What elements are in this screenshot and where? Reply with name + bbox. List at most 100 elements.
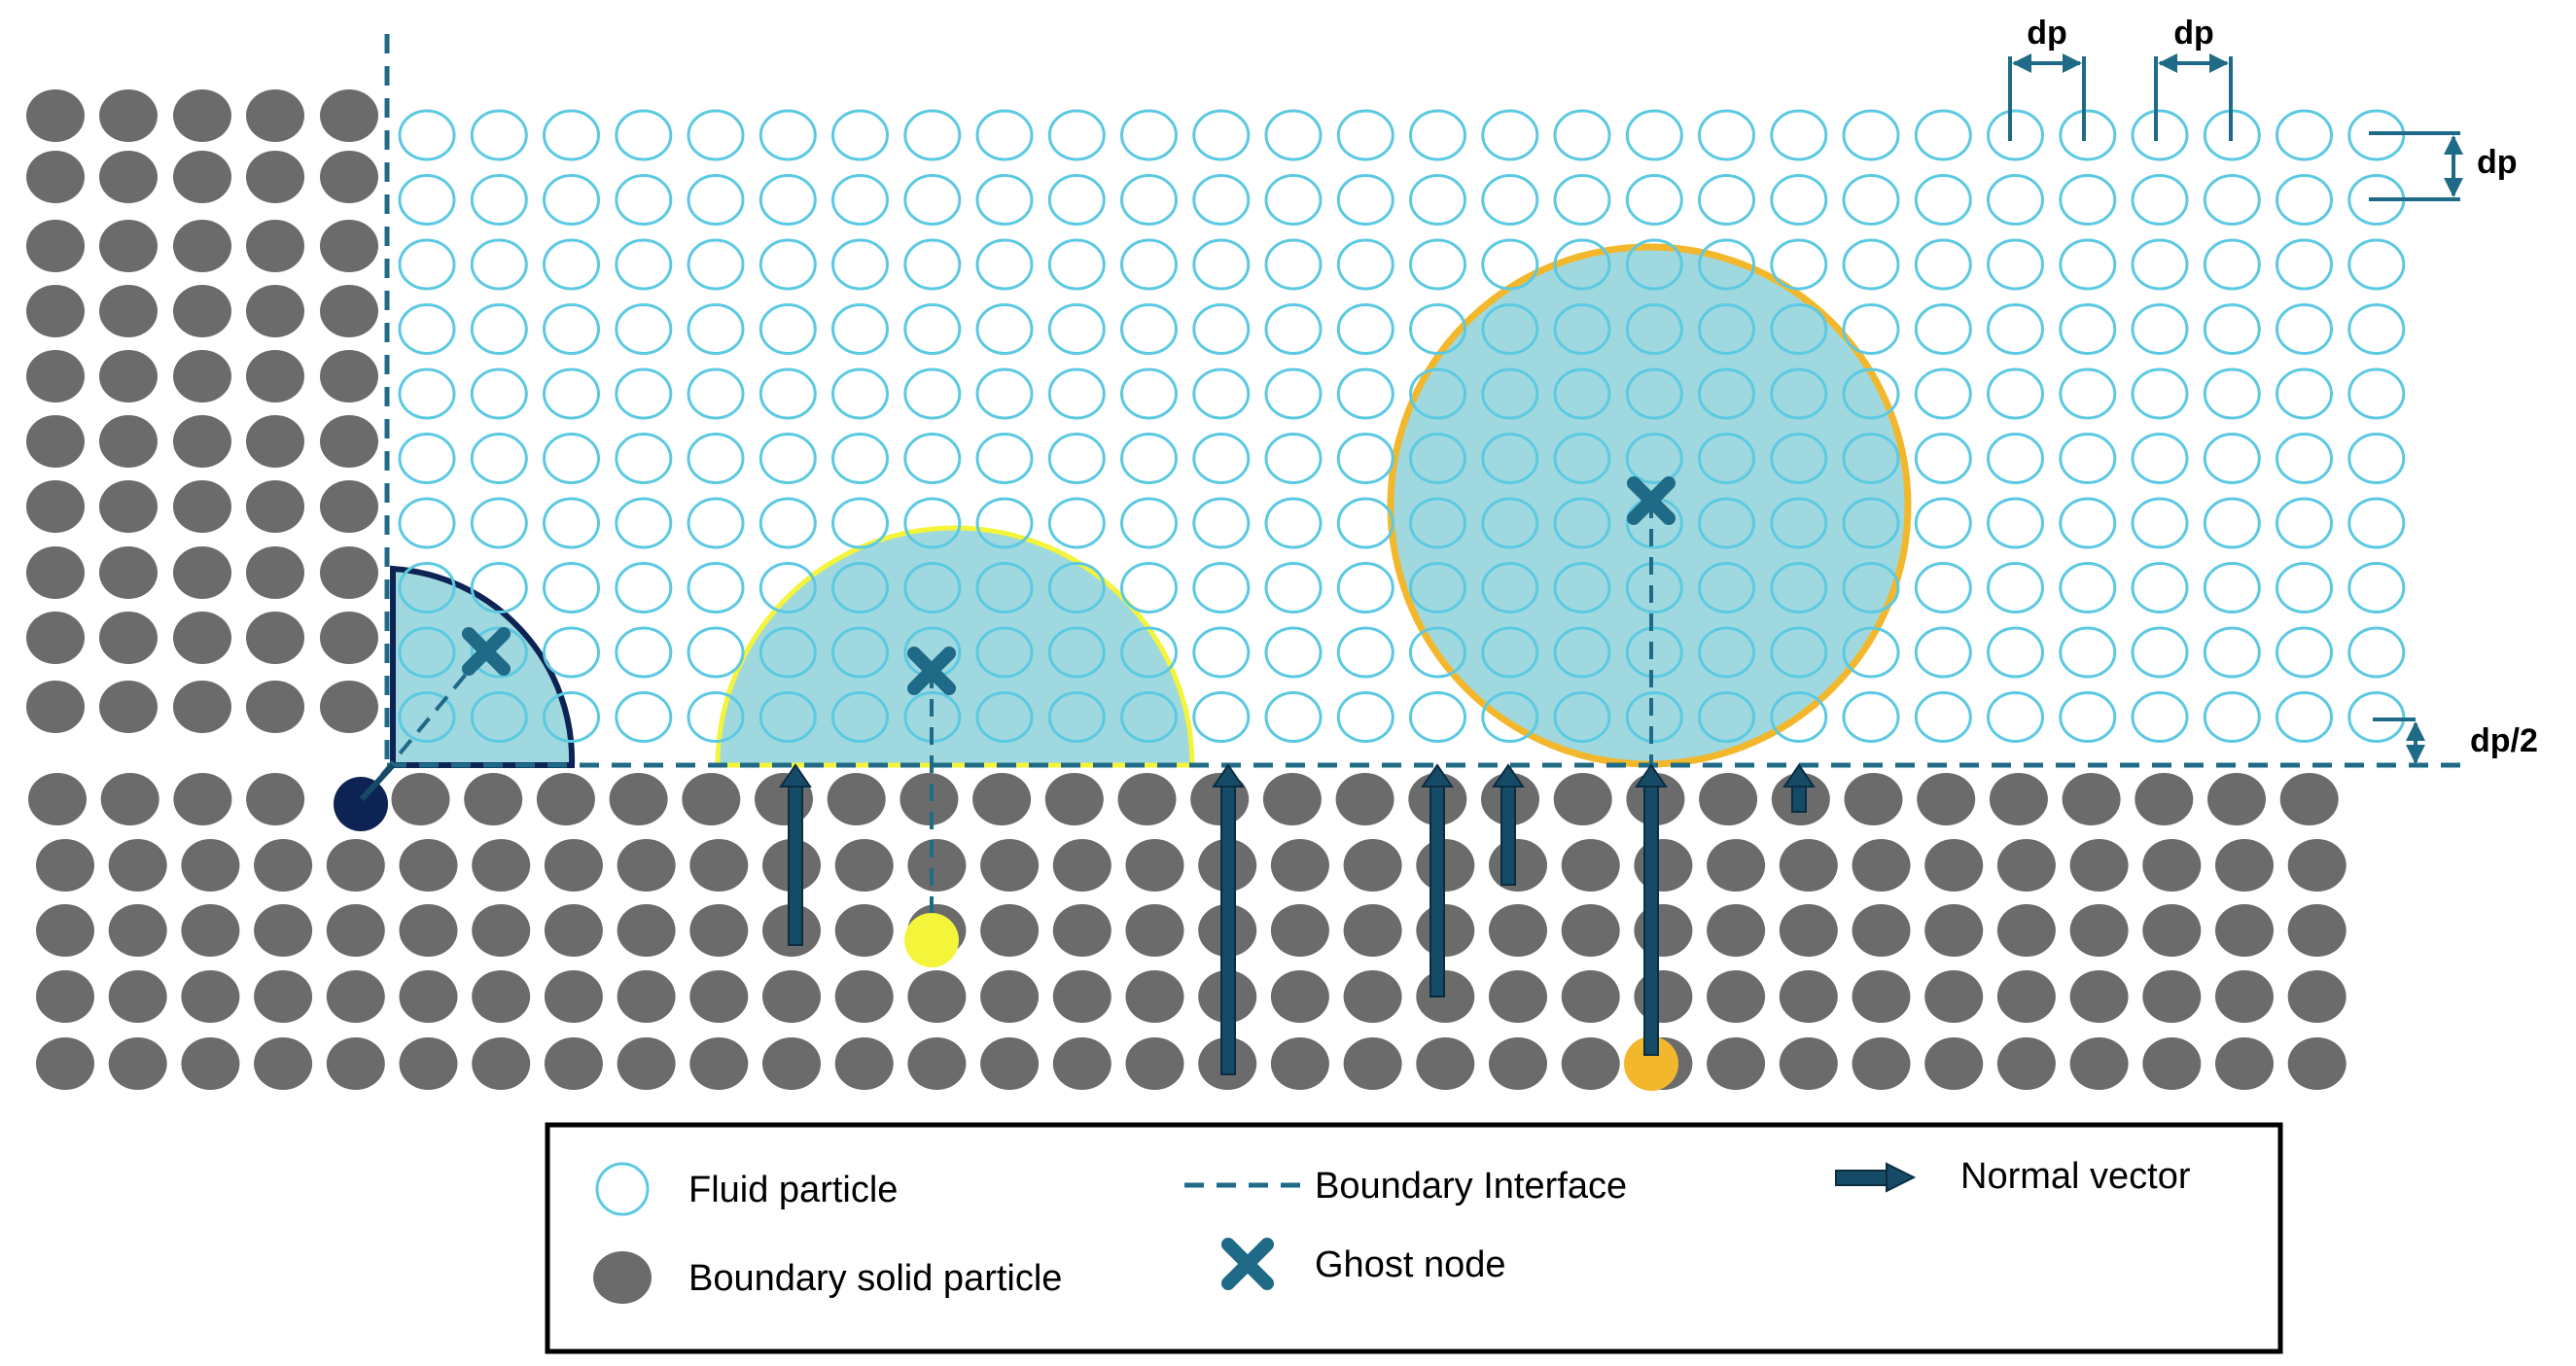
fluid-particle [1409, 626, 1466, 679]
fluid-particle [903, 368, 962, 420]
solid-particle [399, 839, 458, 892]
fluid-particle [2276, 368, 2333, 420]
legend-ghost-symbol [1221, 1238, 1274, 1290]
solid-particle [254, 839, 313, 892]
fluid-particle [759, 433, 817, 484]
solid-particle [834, 839, 894, 892]
dim-label-dp-vertical: dp [2477, 144, 2518, 181]
solid-particle [36, 839, 94, 892]
fluid-particle [2203, 497, 2261, 549]
fluid-particle [2203, 368, 2261, 420]
solid-particle [173, 773, 232, 825]
fluid-particle [687, 691, 745, 743]
fluid-particle [543, 433, 600, 484]
legend-normal-symbol [1835, 1162, 1917, 1193]
solid-particle [1270, 1037, 1329, 1090]
solid-particle [246, 151, 304, 203]
solid-particle [173, 681, 231, 733]
fluid-particle [1481, 303, 1539, 355]
solid-particle [26, 89, 85, 142]
fluid-particle [543, 303, 600, 355]
solid-particle [26, 151, 85, 203]
fluid-particle [1914, 303, 1972, 355]
fluid-particle [1698, 109, 1755, 161]
fluid-particle [1770, 626, 1828, 679]
solid-particle [1924, 839, 1984, 892]
solid-particle [1052, 970, 1112, 1023]
fluid-particle [1264, 562, 1323, 613]
fluid-particle [1987, 303, 2044, 355]
fluid-particle [543, 368, 600, 420]
fluid-particle [759, 303, 817, 355]
solid-particle [1699, 773, 1758, 825]
fluid-particle [1914, 174, 1972, 226]
fluid-particle [2059, 174, 2117, 226]
fluid-particle [687, 562, 745, 613]
solid-particle [320, 612, 378, 664]
fluid-particle [1625, 562, 1683, 613]
fluid-particle [1264, 368, 1323, 420]
fluid-particle [470, 562, 528, 613]
fluid-particle [1842, 109, 1900, 161]
fluid-particle [1047, 626, 1106, 679]
fluid-particle [903, 303, 962, 355]
solid-particle [1996, 904, 2056, 957]
solid-particle [907, 1037, 967, 1090]
fluid-particles [398, 109, 2406, 743]
fluid-particle [543, 109, 600, 161]
mirror-particle-yellow [904, 913, 959, 967]
fluid-particle [2347, 626, 2406, 679]
normal-vector-head [1492, 763, 1525, 788]
legend-normal-label: Normal vector [1960, 1156, 2191, 1197]
fluid-particle [470, 109, 528, 161]
solid-particle [254, 904, 313, 957]
solid-particle [762, 1037, 821, 1090]
fluid-particle [1914, 626, 1972, 679]
fluid-particle [1914, 433, 1972, 484]
fluid-particle [975, 626, 1034, 679]
fluid-particle [1553, 238, 1611, 291]
fluid-particle [1914, 562, 1972, 613]
fluid-particle [398, 238, 456, 291]
fluid-particle [1409, 691, 1466, 743]
solid-particle [181, 839, 240, 892]
fluid-particle [1770, 109, 1828, 161]
fluid-particle [1481, 433, 1539, 484]
solid-particle [1917, 773, 1976, 825]
fluid-particle [687, 626, 745, 679]
solid-particle [689, 1037, 749, 1090]
fluid-particle [1192, 626, 1251, 679]
solid-particle [1996, 1037, 2056, 1090]
solid-particle [391, 773, 450, 825]
solid-particle [108, 1037, 167, 1090]
fluid-particle [470, 368, 528, 420]
fluid-particle [1192, 433, 1251, 484]
fluid-particle [1336, 303, 1394, 355]
solid-particle [1989, 773, 2048, 825]
fluid-particle [1264, 174, 1323, 226]
fluid-particle [615, 691, 673, 743]
fluid-particle [2059, 691, 2117, 743]
solid-particle [2215, 839, 2274, 892]
fluid-particle [831, 368, 889, 420]
solid-particle [464, 773, 523, 825]
solid-particle [617, 970, 676, 1023]
fluid-particle [1120, 303, 1178, 355]
fluid-particle [1481, 626, 1539, 679]
fluid-particle [470, 691, 528, 743]
ghost-node [462, 627, 511, 676]
solid-particle [472, 904, 531, 957]
fluid-particle [2203, 238, 2261, 291]
fluid-particle [615, 562, 673, 613]
solid-particle [1707, 970, 1766, 1023]
fluid-particle [759, 174, 817, 226]
fluid-particle [1047, 691, 1106, 743]
fluid-particle [1842, 562, 1900, 613]
fluid-particle [1409, 497, 1466, 549]
normal-vector-head [1421, 763, 1454, 788]
solid-particle [900, 773, 959, 825]
fluid-particle [903, 109, 962, 161]
solid-particle [99, 480, 158, 533]
fluid-particle [1770, 238, 1828, 291]
fluid-particle [2131, 303, 2189, 355]
